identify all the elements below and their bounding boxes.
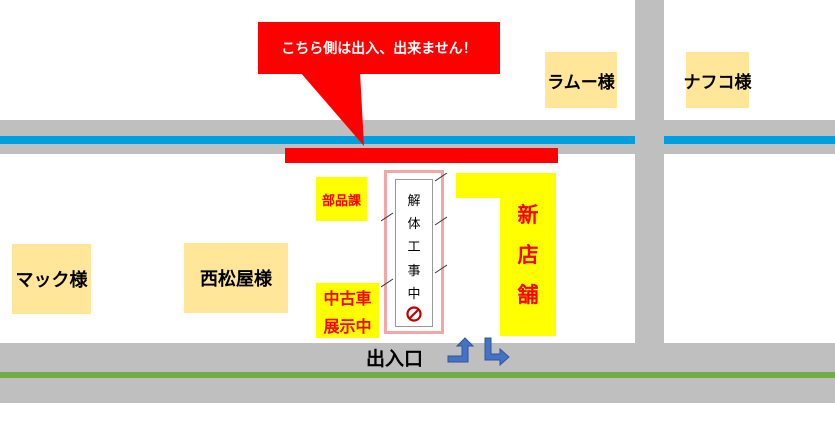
entrance-label: 出入口 — [366, 348, 424, 370]
parts-dept-label: 部品課 — [316, 177, 367, 221]
used-car-display-label: 中古車 展示中 — [316, 283, 379, 338]
store-nafuko: ナフコ様 — [684, 52, 752, 108]
demolition-char: 解 — [407, 194, 421, 209]
demolition-char: 中 — [407, 286, 421, 302]
store-mac: マック様 — [12, 244, 91, 314]
demolition-area: 解 体 工 事 中 — [381, 170, 448, 334]
upper-river — [0, 136, 635, 144]
demolition-char: 事 — [407, 263, 421, 279]
store-ramu: ラムー様 — [545, 52, 617, 108]
closed-side-bar — [285, 148, 558, 163]
upper-river-right — [664, 136, 835, 144]
new-store-char: 新 — [517, 203, 539, 227]
no-entry-callout: こちら側は出入、出来ません！ — [258, 22, 500, 74]
new-store-char: 舗 — [517, 283, 539, 307]
new-store-char: 店 — [517, 243, 539, 267]
lower-road-green-line — [0, 372, 835, 378]
vertical-road — [635, 0, 664, 343]
arrow-up-right-icon — [447, 337, 475, 363]
callout-pointer — [300, 72, 364, 146]
demolition-char: 工 — [407, 240, 421, 256]
store-nishimatsuya: 西松屋様 — [184, 243, 288, 313]
arrow-down-right-icon — [484, 337, 510, 366]
demolition-char: 体 — [407, 217, 421, 233]
no-entry-icon — [406, 306, 422, 322]
used-car-line1: 中古車 — [323, 289, 372, 308]
demolition-sign: 解 体 工 事 中 — [395, 179, 433, 327]
fence-marks — [381, 173, 448, 288]
new-store: 新 店 舗 — [500, 173, 556, 336]
used-car-line2: 展示中 — [323, 317, 372, 336]
